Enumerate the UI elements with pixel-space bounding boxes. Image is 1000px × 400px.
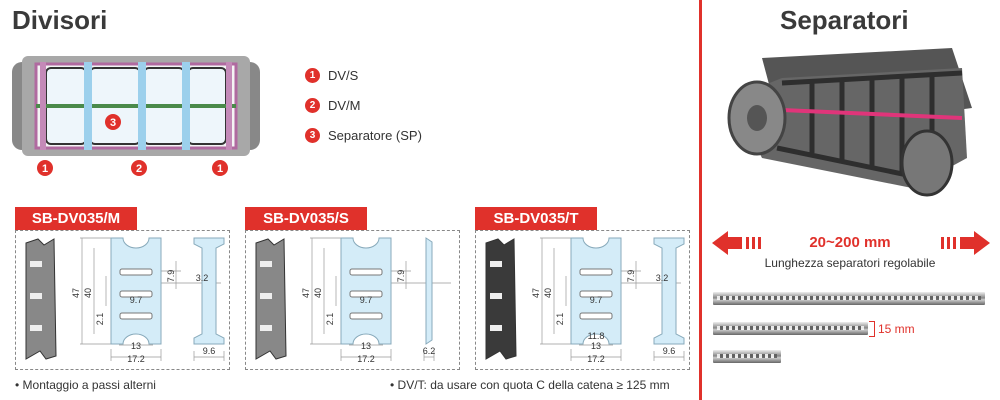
legend-item: 2 DV/M	[305, 98, 361, 113]
dimension-pitch: 7.9	[396, 270, 406, 283]
dimension-pitch: 7.9	[626, 270, 636, 283]
legend-label: Separatore (SP)	[328, 128, 422, 143]
dimension-w172: 17.2	[587, 354, 605, 364]
part-photo	[485, 238, 517, 360]
legend-item: 3 Separatore (SP)	[305, 128, 422, 143]
marker-3-label: 3	[110, 117, 116, 129]
legend-number-badge: 1	[305, 68, 320, 83]
separatori-title: Separatori	[780, 5, 909, 35]
dimension-slot: 9.7	[360, 295, 373, 305]
dimension-thick: 3.2	[196, 273, 209, 283]
dimension-side: 6.2	[423, 346, 436, 356]
marker-1-right: 1	[217, 163, 223, 175]
chain-cross-section-diagram: 3 1 2 1	[12, 56, 260, 176]
legend-label: DV/S	[328, 68, 359, 83]
separator-bar-long	[713, 292, 985, 305]
separator-bar-short	[713, 350, 781, 363]
separator-bar-medium	[713, 322, 868, 335]
adjustable-length-arrows	[712, 231, 990, 255]
dimension-inner: 40	[543, 288, 553, 298]
legend-number-badge: 3	[305, 128, 320, 143]
dimension-pitch: 7.9	[166, 270, 176, 283]
side-view-outline	[193, 237, 225, 345]
side-view-outline	[653, 237, 685, 345]
dimension-w13: 13	[361, 341, 371, 351]
dimension-h: 47	[301, 288, 311, 298]
note-alternate-mounting: • Montaggio a passi alterni	[15, 378, 156, 392]
legend-label: DV/M	[328, 98, 361, 113]
length-range-label: Lunghezza separatori regolabile	[764, 256, 936, 270]
marker-1-left: 1	[42, 163, 48, 175]
marker-2: 2	[136, 163, 142, 175]
height-bracket	[869, 321, 875, 337]
arrow-left-icon	[712, 231, 742, 255]
dimension-w172: 17.2	[127, 354, 145, 364]
dimension-slot: 9.7	[130, 295, 143, 305]
side-view-outline	[425, 237, 433, 345]
part-photo	[25, 238, 57, 360]
part-code-header: SB-DV035/T	[475, 207, 597, 230]
dimension-inner: 40	[83, 288, 93, 298]
part-code-header: SB-DV035/M	[15, 207, 137, 230]
dimension-h: 47	[71, 288, 81, 298]
dimension-w13: 13	[591, 341, 601, 351]
dimension-inner: 40	[313, 288, 323, 298]
dimension-h: 47	[531, 288, 541, 298]
dimension-thick: 3.2	[656, 273, 669, 283]
note-dvt-usage: • DV/T: da usare con quota C della caten…	[390, 378, 670, 392]
dimension-w172: 17.2	[357, 354, 375, 364]
dimension-w118: 11.8	[588, 331, 605, 341]
legend-number-badge: 2	[305, 98, 320, 113]
legend-item: 1 DV/S	[305, 68, 358, 83]
marker-3	[105, 114, 121, 130]
dimension-gap: 2.1	[555, 313, 565, 326]
dimension-side: 9.6	[203, 346, 216, 356]
part-code-header: SB-DV035/S	[245, 207, 367, 230]
part-photo	[255, 238, 287, 360]
height-label: 15 mm	[878, 322, 915, 336]
arrow-right-icon	[960, 231, 990, 255]
dimension-gap: 2.1	[325, 313, 335, 326]
dimension-slot: 9.7	[590, 295, 603, 305]
dimension-gap: 2.1	[95, 313, 105, 326]
chain-with-separators-image	[727, 48, 972, 197]
dimension-side: 9.6	[663, 346, 676, 356]
section-divider	[699, 0, 702, 400]
divisori-title: Divisori	[12, 5, 108, 35]
length-range: 20~200 mm	[809, 234, 891, 251]
dimension-w13: 13	[131, 341, 141, 351]
